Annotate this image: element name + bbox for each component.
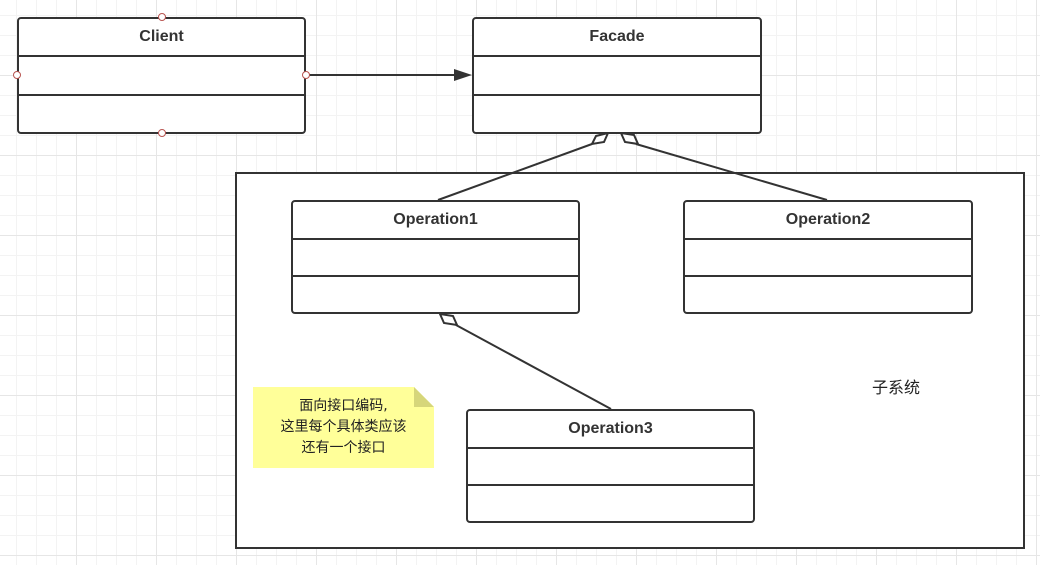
note-text: 面向接口编码, 这里每个具体类应该 还有一个接口	[253, 387, 434, 468]
sticky-note[interactable]: 面向接口编码, 这里每个具体类应该 还有一个接口	[253, 387, 434, 468]
operation1-methods	[293, 277, 578, 312]
client-class-name: Client	[19, 19, 304, 57]
arrowhead	[454, 69, 472, 81]
operation2-methods	[685, 277, 971, 312]
operation2-class-name: Operation2	[685, 202, 971, 240]
operation3-attributes	[468, 449, 753, 486]
facade-methods	[474, 96, 760, 133]
client-methods	[19, 96, 304, 133]
facade-operation1-link[interactable]	[437, 143, 593, 201]
client-attributes	[19, 57, 304, 96]
aggregation-diamond-op3	[438, 312, 459, 327]
note-line: 面向接口编码,	[299, 398, 388, 414]
facade-class[interactable]: Facade	[472, 17, 762, 134]
subsystem-label: 子系统	[872, 378, 921, 397]
operation2-class[interactable]: Operation2	[683, 200, 973, 314]
operation1-class[interactable]: Operation1	[291, 200, 580, 314]
facade-operation2-link[interactable]	[635, 143, 828, 201]
aggregation-diamond-op2	[619, 131, 640, 146]
note-line: 这里每个具体类应该	[280, 419, 407, 435]
aggregation-diamond-op1	[590, 131, 610, 146]
operation1-operation3-link[interactable]	[455, 324, 612, 410]
resize-handle-top[interactable]	[158, 13, 166, 21]
note-shape	[253, 387, 434, 468]
facade-class-name: Facade	[474, 19, 760, 57]
operation1-attributes	[293, 240, 578, 277]
resize-handle-left[interactable]	[13, 71, 21, 79]
note-line: 还有一个接口	[301, 440, 386, 456]
client-class[interactable]: Client	[17, 17, 306, 134]
facade-attributes	[474, 57, 760, 96]
resize-handle-right[interactable]	[302, 71, 310, 79]
operation3-class-name: Operation3	[468, 411, 753, 449]
operation1-class-name: Operation1	[293, 202, 578, 240]
operation2-attributes	[685, 240, 971, 277]
operation3-methods	[468, 486, 753, 521]
resize-handle-bottom[interactable]	[158, 129, 166, 137]
operation3-class[interactable]: Operation3	[466, 409, 755, 523]
